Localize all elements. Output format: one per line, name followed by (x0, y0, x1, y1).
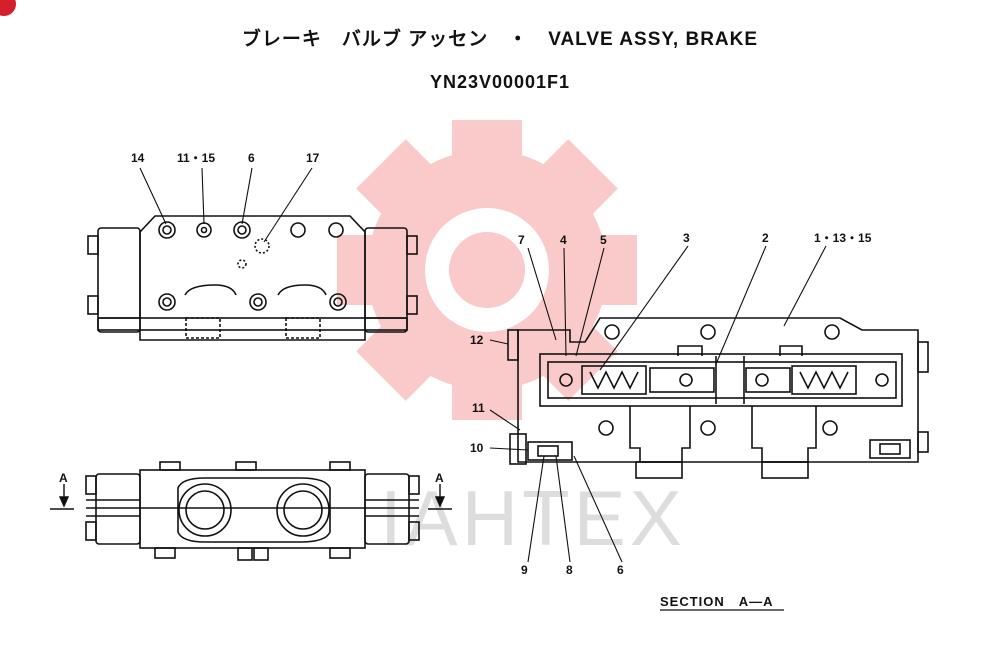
section-caption: SECTION A—A (660, 594, 774, 609)
label-top-6: 6 (248, 151, 255, 165)
label-sec-10: 10 (470, 441, 484, 455)
label-top-11-15: 11・15 (177, 151, 215, 165)
section-mark-right (428, 484, 452, 510)
label-sec-8: 8 (566, 563, 573, 577)
section-mark-left (50, 484, 74, 510)
top-view-leaders (139, 167, 313, 243)
top-view (87, 215, 418, 341)
label-top-14: 14 (131, 151, 145, 165)
part-code: YN23V00001F1 (429, 72, 571, 92)
front-view (85, 461, 420, 561)
watermark-text: IAHTEX (380, 474, 686, 562)
label-sec-4: 4 (560, 233, 567, 247)
section-view (507, 317, 929, 479)
label-sec-12: 12 (470, 333, 484, 347)
section-leaders (489, 245, 827, 563)
label-sec-5: 5 (600, 233, 607, 247)
label-sec-1-13-15: 1・13・15 (814, 231, 872, 245)
corner-badge (0, 0, 16, 16)
label-sec-3: 3 (683, 231, 690, 245)
label-sec-11: 11 (472, 401, 485, 415)
page-title: ブレーキ バルブ アッセン ・ VALVE ASSY, BRAKE (241, 29, 759, 50)
label-sec-2: 2 (762, 231, 769, 245)
label-top-17: 17 (306, 151, 320, 165)
label-sec-6: 6 (617, 563, 624, 577)
label-sec-9: 9 (521, 563, 528, 577)
watermark-gear-icon (337, 120, 637, 420)
section-marker-right: A (435, 471, 444, 485)
section-marker-left: A (59, 471, 68, 485)
label-sec-7: 7 (518, 233, 525, 247)
